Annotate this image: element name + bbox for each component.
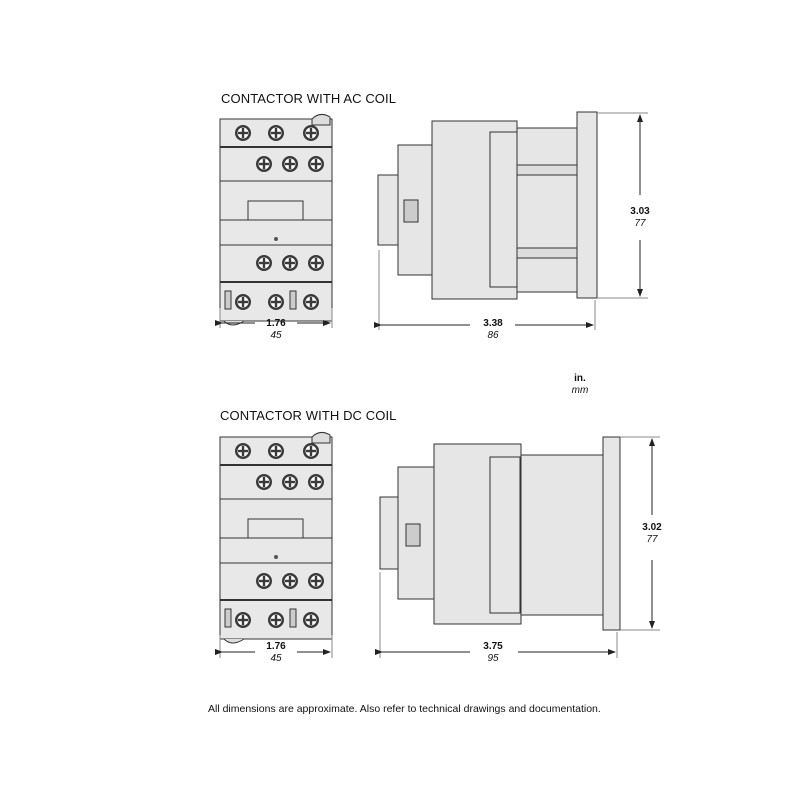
dim-mm: 86 — [487, 330, 499, 341]
ac-side-view — [377, 111, 598, 300]
dim-mm: 77 — [646, 534, 658, 545]
dim-inches: 3.03 — [630, 206, 650, 217]
ac-front-width-dim — [215, 308, 333, 328]
units-legend: in. mm — [560, 373, 600, 397]
dc-height-label: 3.02 77 — [632, 522, 672, 546]
ac-side-depth-dim — [374, 250, 596, 330]
dim-inches: 1.76 — [266, 318, 286, 329]
dc-front-view — [220, 432, 332, 643]
ac-coil-title: CONTACTOR WITH AC COIL — [221, 91, 397, 106]
dim-mm: 95 — [487, 653, 499, 664]
dim-mm: 45 — [270, 653, 282, 664]
unit-inches: in. — [574, 373, 586, 384]
dim-inches: 3.38 — [483, 318, 503, 329]
dc-height-dim — [620, 436, 660, 631]
dc-side-view — [379, 436, 621, 631]
dim-inches: 3.75 — [483, 641, 503, 652]
dim-mm: 77 — [634, 218, 646, 229]
dc-front-width-label: 1.76 45 — [256, 641, 296, 665]
ac-height-label: 3.03 77 — [620, 206, 660, 230]
dc-side-depth-label: 3.75 95 — [472, 641, 514, 665]
dc-side-depth-dim — [375, 572, 618, 658]
disclaimer-note: All dimensions are approximate. Also ref… — [208, 703, 601, 715]
ac-front-view — [220, 114, 332, 325]
ac-front-width-label: 1.76 45 — [256, 318, 296, 342]
dim-inches: 1.76 — [266, 641, 286, 652]
ac-side-depth-label: 3.38 86 — [472, 318, 514, 342]
ac-height-dim — [597, 112, 648, 299]
dim-inches: 3.02 — [642, 522, 662, 533]
dc-coil-title: CONTACTOR WITH DC COIL — [220, 408, 397, 423]
unit-mm: mm — [571, 385, 589, 396]
dim-mm: 45 — [270, 330, 282, 341]
dc-front-width-dim — [215, 635, 333, 658]
